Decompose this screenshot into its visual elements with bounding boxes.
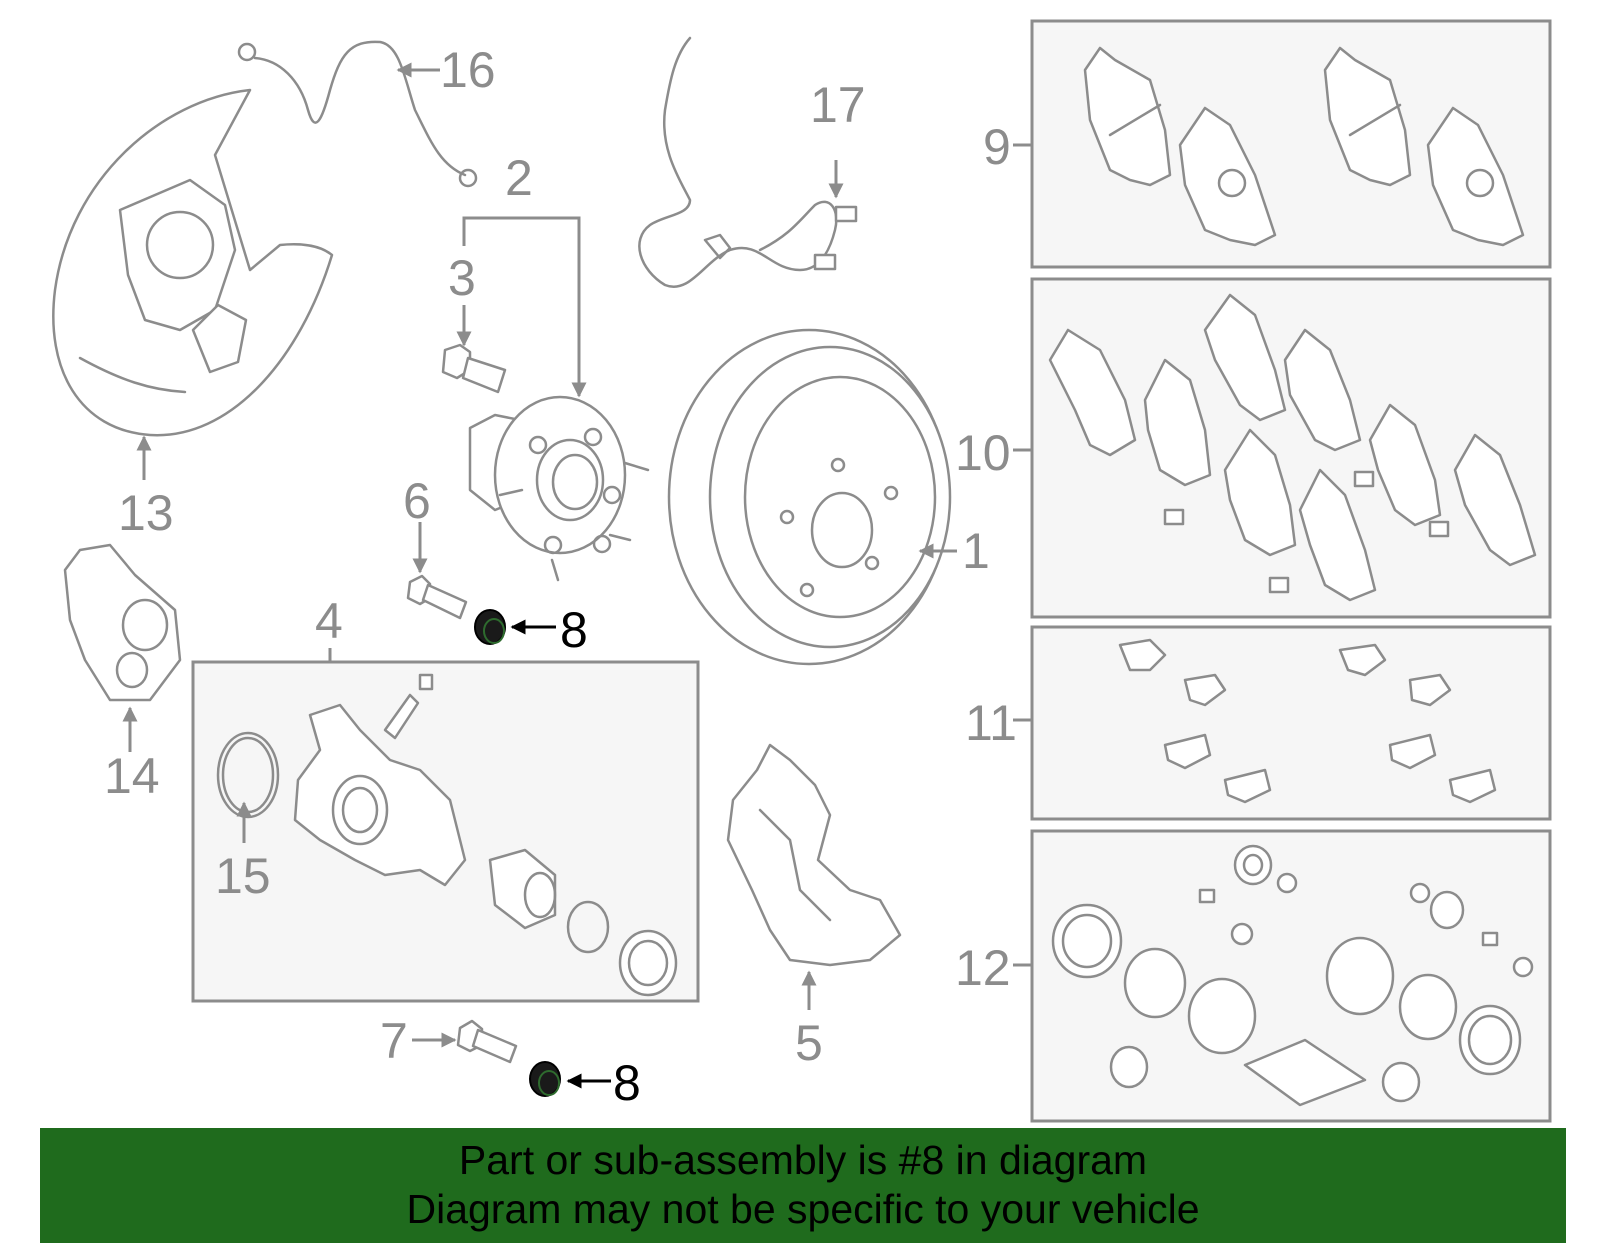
hub-bolt [441,343,507,394]
hardware-kit-group [1118,638,1497,804]
callout-1: 1 [962,523,990,579]
pin-boot-8-upper [474,609,506,645]
dust-shield [52,88,334,437]
callout-16: 16 [440,42,496,98]
leader-lines [122,62,1032,1089]
callout-14: 14 [104,748,160,804]
callout-15: 15 [215,848,271,904]
callout-3: 3 [448,250,476,306]
callout-5: 5 [795,1015,823,1071]
callout-10: 10 [955,425,1011,481]
caliper-14 [63,543,182,702]
brake-rotor [667,328,952,666]
banner-line-1: Part or sub-assembly is #8 in diagram [458,1137,1148,1183]
hub-bearing [468,395,650,582]
callout-8-upper: 8 [560,602,588,658]
guide-pin-7 [456,1019,518,1064]
callout-6: 6 [403,473,431,529]
abs-wire-17 [638,36,858,288]
brake-pads-group [1083,46,1525,247]
pin-boot-8-lower [529,1061,561,1097]
pad-set-group [1048,293,1537,602]
callout-7: 7 [380,1013,408,1069]
caliper-assembly [216,673,678,997]
caliper-bracket [726,743,902,967]
callout-13: 13 [118,485,174,541]
callout-2: 2 [505,150,533,206]
callout-17: 17 [810,77,866,133]
guide-pin-6 [406,574,468,620]
callout-4: 4 [315,593,343,649]
seal-kit-group [1051,844,1534,1107]
sensor-wire-16 [237,40,478,188]
banner-line-2: Diagram may not be specific to your vehi… [406,1186,1200,1232]
callout-11: 11 [965,695,1017,751]
callout-labels: 1 2 3 4 5 6 7 8 8 9 10 11 12 13 14 15 16… [104,42,1017,1111]
callout-8-lower: 8 [613,1055,641,1111]
info-banner: Part or sub-assembly is #8 in diagram Di… [40,1128,1566,1243]
callout-9: 9 [983,119,1011,175]
callout-12: 12 [955,940,1011,996]
